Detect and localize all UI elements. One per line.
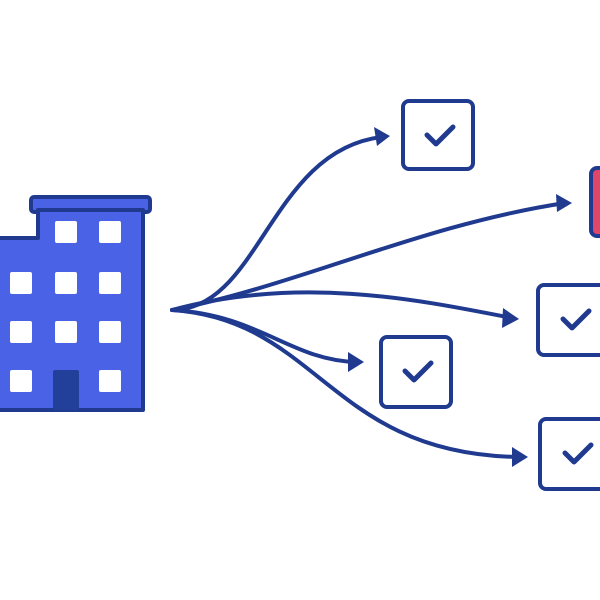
checkmark-icon	[402, 360, 434, 383]
task-box-2	[589, 166, 600, 238]
arrowhead-task-5	[512, 447, 528, 467]
building-window	[55, 321, 77, 343]
alert-box-icon	[589, 166, 600, 238]
building-window	[10, 370, 32, 392]
arrowhead-task-3	[502, 308, 519, 328]
building-window	[55, 272, 77, 294]
task-box	[536, 283, 600, 357]
task-box	[538, 417, 600, 491]
building-window	[99, 321, 121, 343]
building-window	[99, 221, 121, 243]
checkmark-icon	[424, 124, 456, 147]
task-box-4	[379, 335, 453, 409]
connector-lines	[170, 135, 567, 459]
task-box-3	[536, 283, 600, 357]
building-window	[10, 321, 32, 343]
building-window	[10, 272, 32, 294]
building-door	[53, 370, 79, 410]
checkmark-icon	[560, 308, 592, 331]
building-window	[99, 272, 121, 294]
task-box-5	[538, 417, 600, 491]
arrowhead-task-1	[374, 127, 390, 146]
connector-arrow-task-5	[170, 308, 522, 459]
arrowhead-task-2	[556, 194, 572, 212]
connector-arrow-task-3	[170, 290, 514, 320]
checkmark-icon	[562, 442, 594, 465]
task-box-1	[401, 99, 475, 171]
building-body	[0, 208, 145, 412]
task-box	[379, 335, 453, 409]
arrowheads	[348, 127, 572, 467]
building-window	[99, 370, 121, 392]
building-window	[55, 221, 77, 243]
arrowhead-task-4	[348, 352, 364, 372]
office-building-icon	[0, 195, 152, 412]
task-box	[401, 99, 475, 171]
